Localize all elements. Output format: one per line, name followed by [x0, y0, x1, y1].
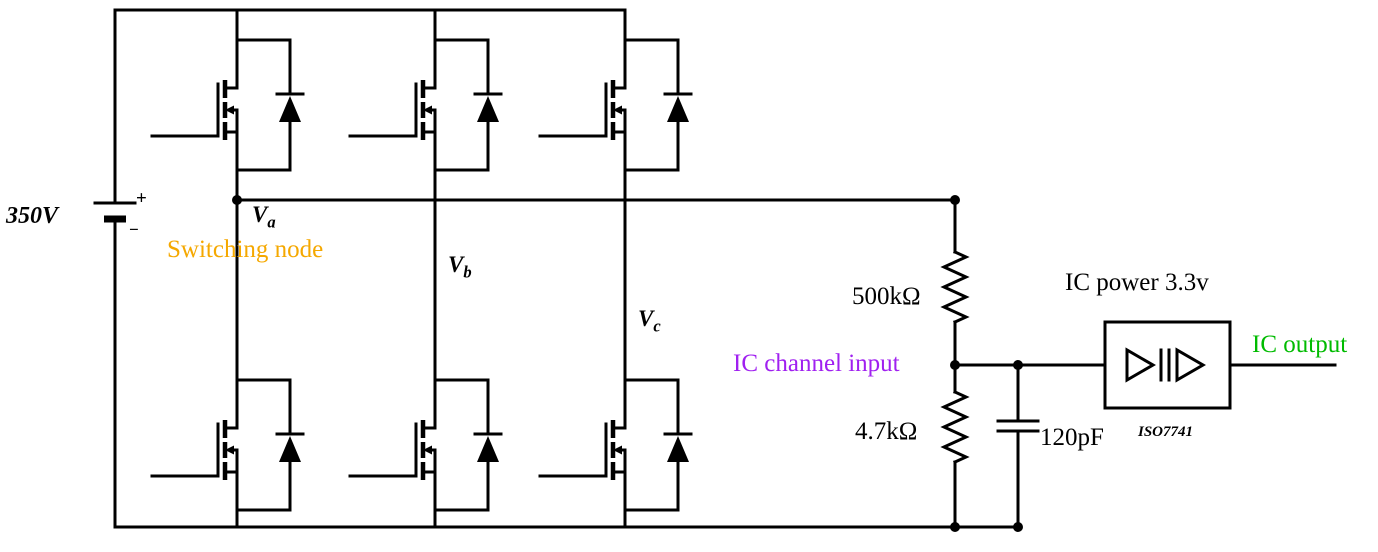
filter-capacitor-icon — [953, 363, 1107, 529]
resistor-4k7-label: 4.7kΩ — [855, 418, 918, 445]
va-sub: a — [267, 212, 276, 232]
resistor-4k7-icon — [942, 390, 968, 464]
junction-dots — [232, 195, 1023, 532]
ic-part-number-label: ISO7741 — [1138, 424, 1194, 440]
ic-power-label: IC power 3.3v — [1065, 269, 1209, 296]
vc-node-label: Vc — [638, 306, 661, 336]
resistor-500k-icon — [942, 250, 968, 324]
vc-base: V — [638, 306, 654, 331]
vc-sub: c — [653, 316, 661, 336]
mosfet-high-b-icon — [350, 10, 501, 170]
battery-plus-sign: + — [136, 188, 147, 209]
source-voltage-label: 350V — [6, 203, 59, 229]
mosfet-low-c-icon — [540, 350, 691, 510]
vb-sub: b — [463, 262, 472, 282]
ic-channel-input-label: IC channel input — [733, 350, 900, 377]
vb-node-label: Vb — [448, 252, 472, 282]
capacitor-label: 120pF — [1040, 424, 1104, 451]
battery-minus-sign: − — [129, 220, 139, 239]
vb-base: V — [448, 252, 464, 277]
resistor-500k-label: 500kΩ — [852, 283, 921, 310]
mosfet-low-b-icon — [350, 350, 501, 510]
sense-tap-wire — [235, 198, 957, 529]
mosfet-low-a-icon — [152, 350, 303, 510]
isolator-ic-icon — [1103, 320, 1232, 410]
battery-icon — [93, 8, 137, 529]
mosfet-high-c-icon — [540, 10, 691, 170]
va-node-label: Va — [252, 202, 276, 232]
va-base: V — [252, 202, 268, 227]
phase-leg-wires — [235, 168, 627, 529]
mosfet-high-a-icon — [152, 10, 303, 170]
ic-output-label: IC output — [1252, 331, 1348, 358]
switching-node-label: Switching node — [167, 236, 324, 263]
